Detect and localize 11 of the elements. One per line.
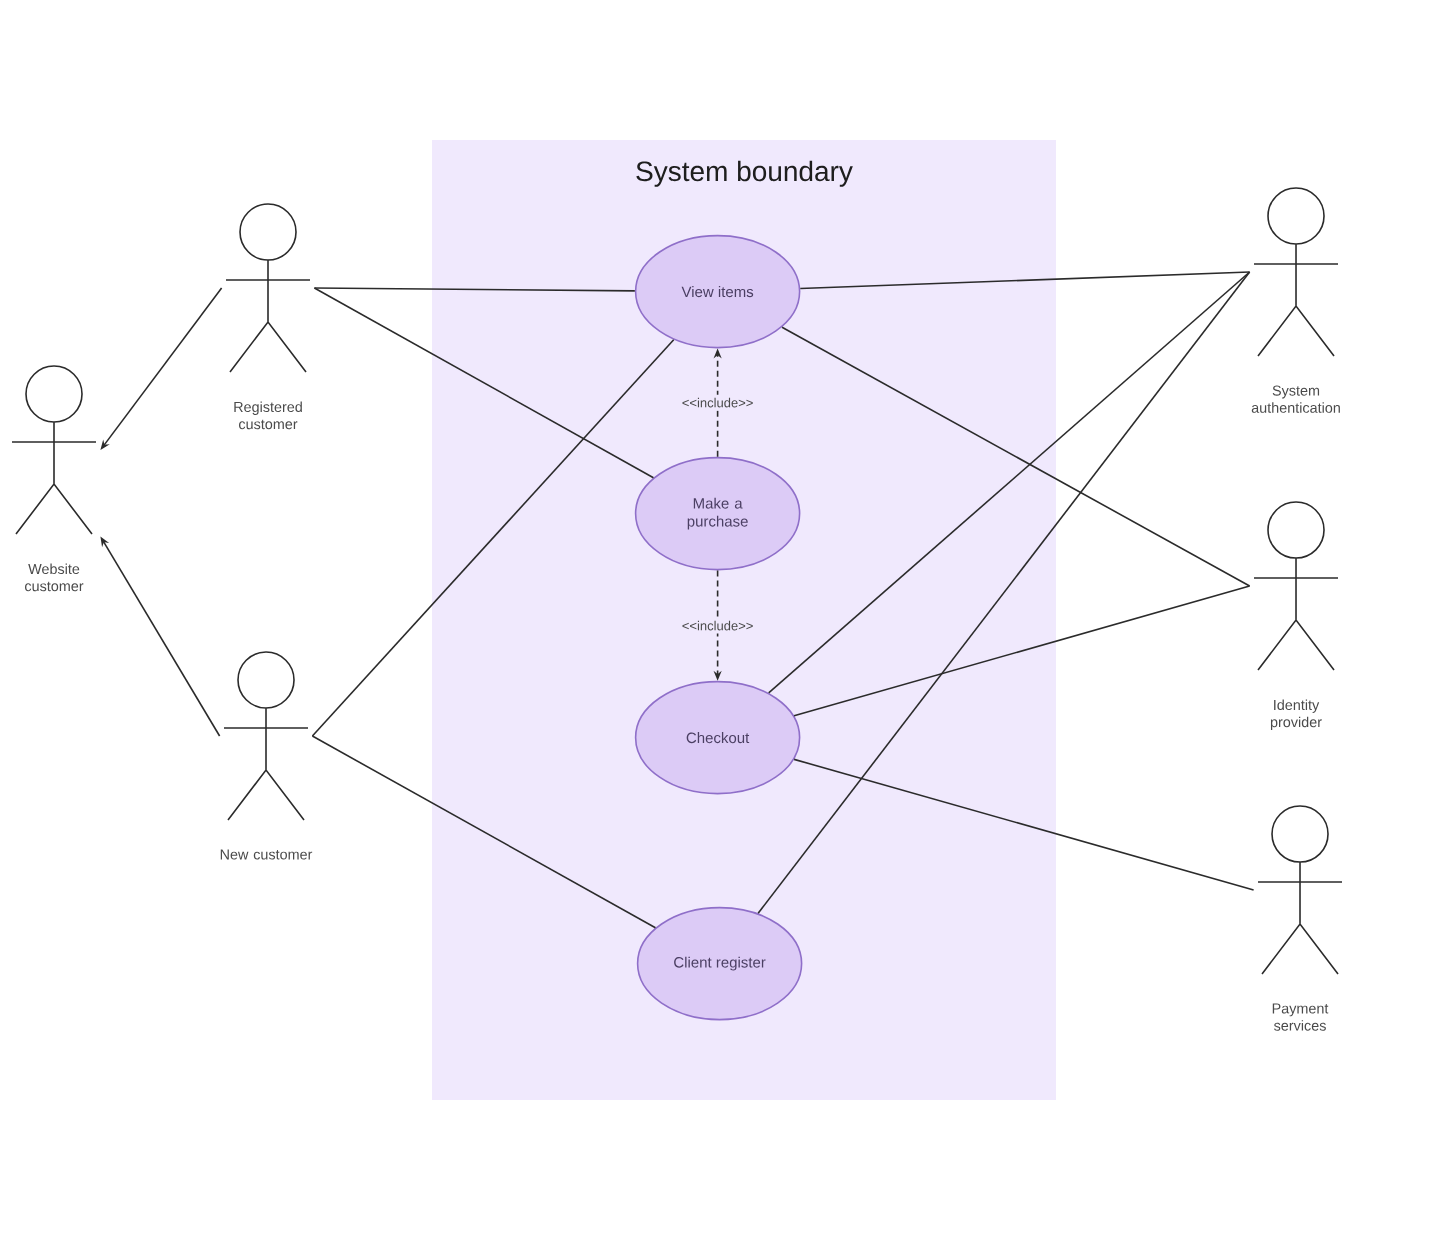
line <box>313 287 655 479</box>
line <box>757 271 1251 915</box>
line <box>767 271 1251 694</box>
arrow <box>100 287 223 450</box>
line <box>793 585 1251 717</box>
line <box>781 326 1251 587</box>
line <box>311 338 675 737</box>
line <box>793 758 1255 891</box>
line <box>799 271 1251 290</box>
line <box>311 735 657 929</box>
line <box>313 287 636 292</box>
